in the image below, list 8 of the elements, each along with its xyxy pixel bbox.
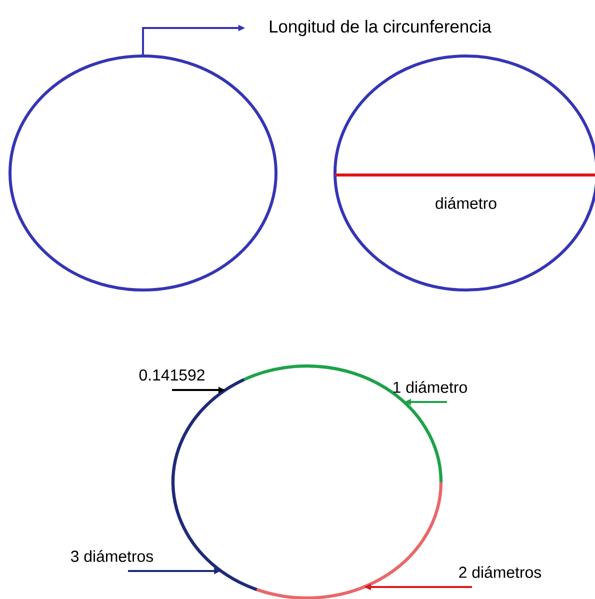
heading-text: Longitud de la circunferencia: [270, 20, 492, 36]
circle: [334, 54, 595, 292]
diameter-label: diámetro: [436, 197, 496, 209]
arc-label: 3 diámetros: [70, 550, 154, 562]
arc-label: 1 diámetro: [394, 381, 467, 393]
arc-label: 0.141592: [139, 369, 204, 381]
arc-label: 2 diámetros: [459, 566, 542, 578]
circle: [8, 54, 278, 292]
